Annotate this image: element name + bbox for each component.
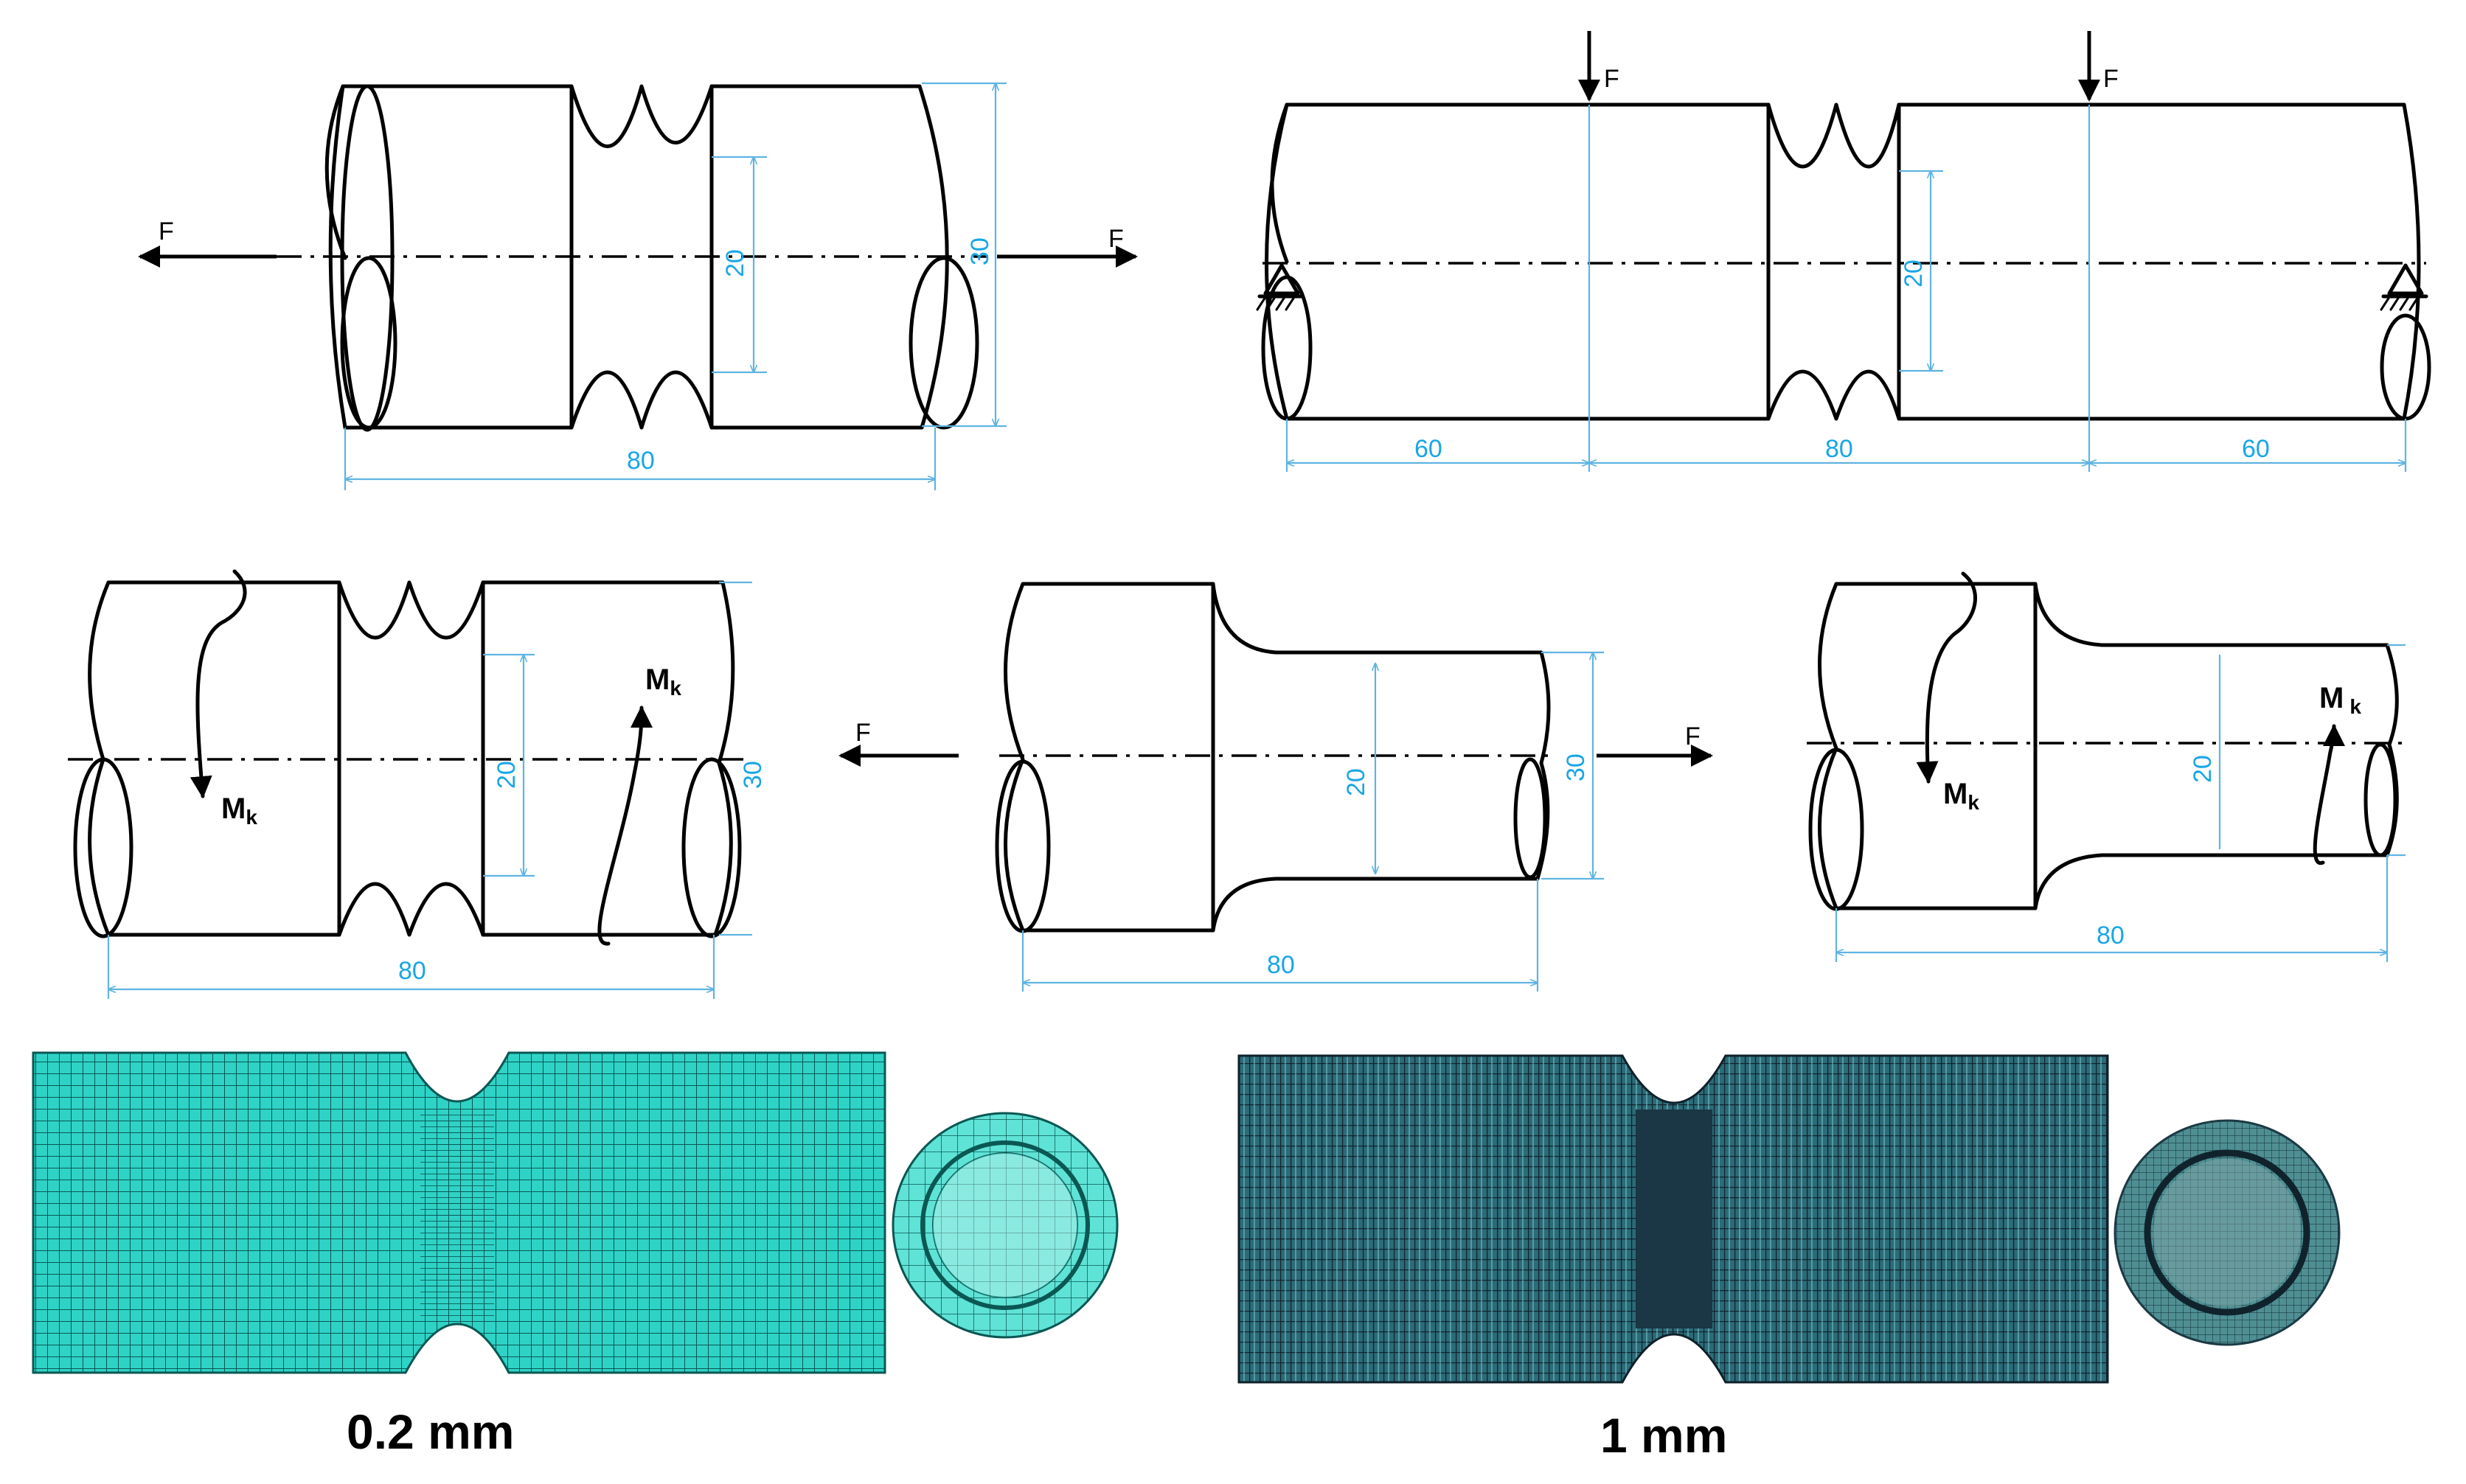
- force-label: F: [1604, 65, 1619, 93]
- dim-neck-diameter: 20: [1342, 768, 1370, 796]
- dim-length: 80: [398, 957, 426, 985]
- specimen-tension-shoulder: F F 20 30 80: [838, 582, 1713, 992]
- dim-neck-diameter: 20: [493, 761, 521, 789]
- dim-outer-diameter: 30: [966, 237, 994, 265]
- specimen-torsion-notched: Mk Mk 20 30 80: [68, 569, 767, 999]
- mesh-fine-neck: [420, 1106, 494, 1320]
- force-label: F: [1108, 225, 1124, 253]
- dim-neck-diameter: 20: [721, 249, 749, 277]
- dim-length: 80: [627, 447, 655, 475]
- torque-label: Mk: [645, 663, 681, 700]
- dim-length: 80: [2097, 922, 2125, 950]
- dim-length: 80: [1267, 951, 1295, 979]
- dim-span-left: 60: [1414, 435, 1442, 463]
- dim-outer-diameter: 30: [1562, 753, 1590, 781]
- mesh-coarse-neck: [1636, 1109, 1712, 1328]
- force-label: F: [855, 719, 871, 747]
- torque-label: Mk: [221, 792, 257, 829]
- mesh-fine-caption: 0.2 mm: [347, 1404, 514, 1459]
- force-label: F: [159, 217, 174, 245]
- dim-outer-diameter: 30: [739, 761, 767, 789]
- force-label: F: [2103, 65, 2119, 93]
- force-label: F: [1685, 722, 1701, 750]
- mesh-coarse: 1 mm: [1237, 1054, 2341, 1463]
- specimen-bending-notched: F F 60 80 60 20: [1256, 31, 2431, 472]
- mesh-coarse-caption: 1 mm: [1600, 1408, 1727, 1463]
- dim-span-middle: 80: [1825, 435, 1853, 463]
- mesh-coarse-cross-section: [2114, 1119, 2341, 1346]
- dim-neck-diameter: 20: [2189, 755, 2217, 783]
- dim-neck-diameter: 20: [1900, 259, 1928, 288]
- torque-label: Mk: [1943, 778, 1979, 814]
- specimen-tension-notched: F F 20 30 80: [138, 82, 1138, 490]
- mesh-fine: 0.2 mm: [32, 1051, 1119, 1459]
- dim-span-right: 60: [2242, 435, 2270, 463]
- mesh-fine-cross-section: [892, 1112, 1119, 1339]
